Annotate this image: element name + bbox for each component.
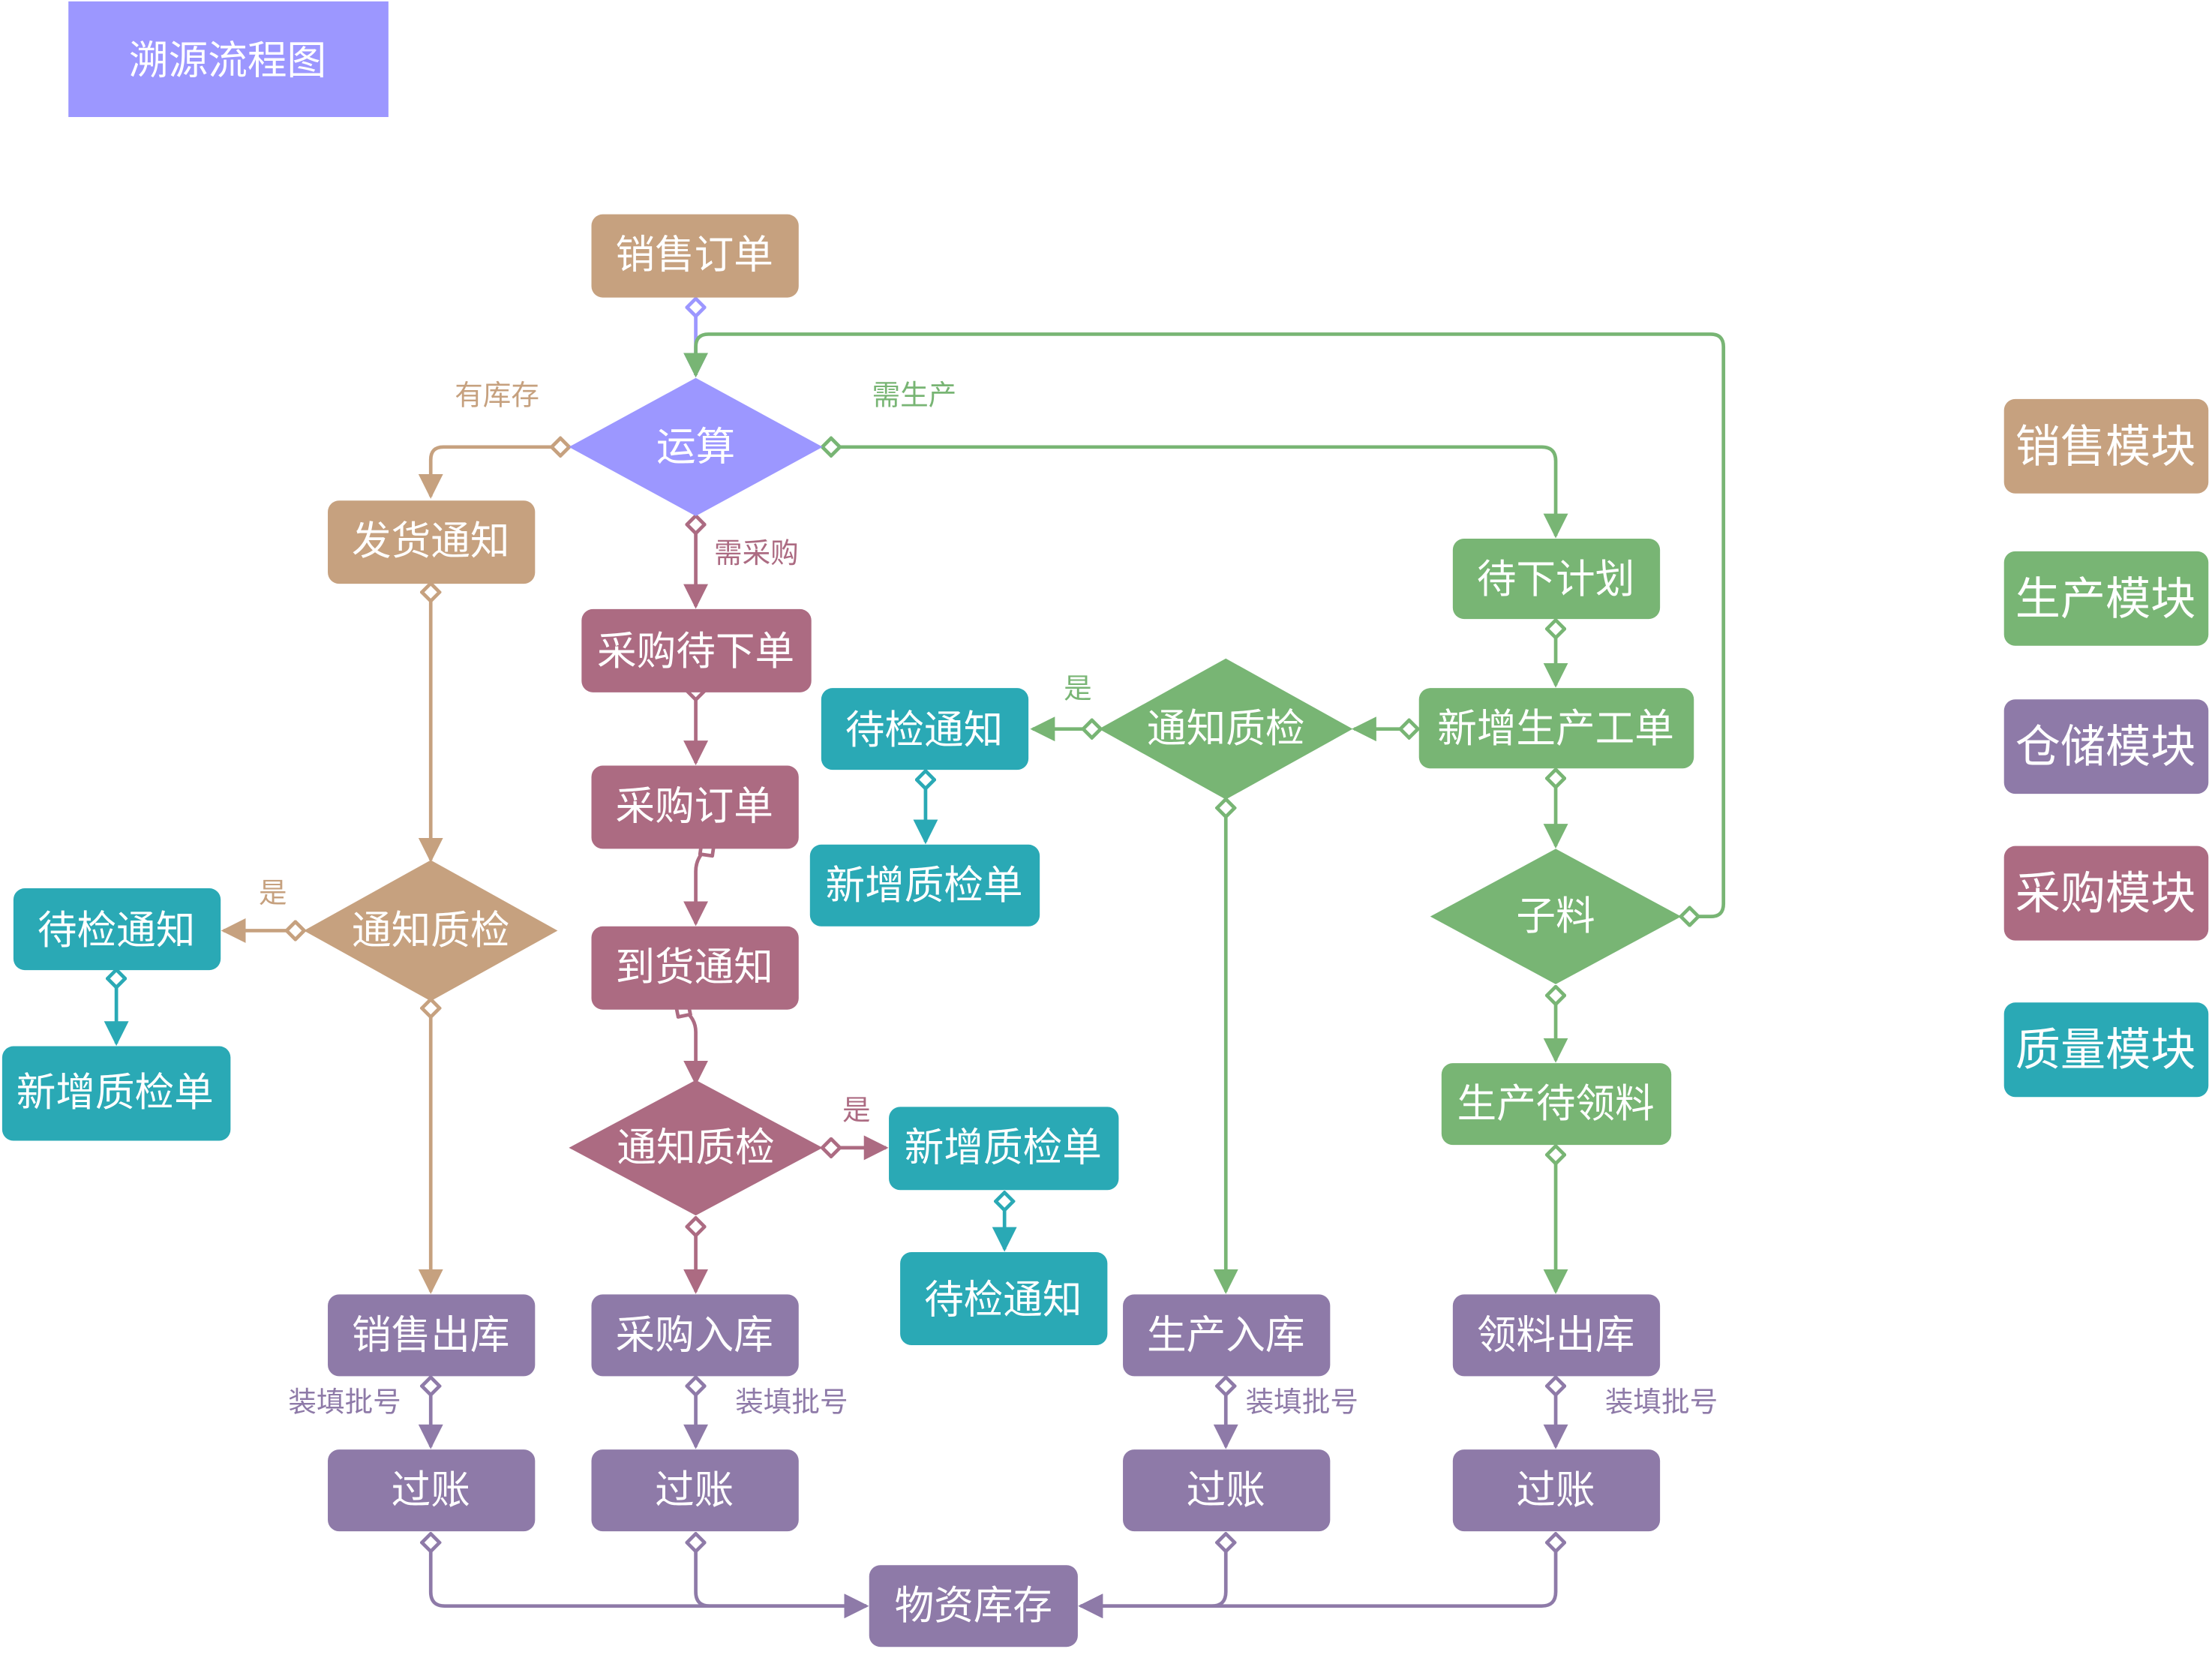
node-post-3[interactable]: 过账	[1123, 1449, 1331, 1532]
svg-text:新增质检单: 新增质检单	[17, 1070, 214, 1116]
svg-text:新增生产工单: 新增生产工单	[1437, 706, 1674, 752]
legend-item-warehouse: 仓储模块	[2003, 699, 2209, 794]
svg-text:销售模块: 销售模块	[2015, 421, 2196, 473]
svg-text:发货通知: 发货通知	[352, 518, 509, 564]
svg-text:过账: 过账	[1187, 1467, 1265, 1513]
page-title: 溯源流程图	[129, 38, 326, 83]
svg-text:销售订单: 销售订单	[615, 233, 773, 278]
edge-submaterial-loop	[696, 332, 1726, 916]
node-qc-notify-prod[interactable]: 通知质检	[1099, 658, 1353, 800]
svg-text:到货通知: 到货通知	[615, 945, 773, 990]
label-batch-2: 装填批号	[735, 1385, 848, 1418]
svg-text:生产入库: 生产入库	[1147, 1312, 1304, 1358]
node-new-qc-purchase[interactable]: 新增质检单	[889, 1107, 1119, 1191]
legend-item-production: 生产模块	[2003, 551, 2209, 646]
svg-text:待检通知: 待检通知	[845, 707, 1003, 753]
edge-compute-ship	[431, 447, 560, 497]
svg-text:销售出库: 销售出库	[352, 1312, 509, 1358]
node-new-qc-sales[interactable]: 新增质检单	[2, 1046, 231, 1141]
label-in-stock: 有库存	[455, 378, 539, 411]
node-qc-notify-purchase[interactable]: 通知质检	[569, 1080, 823, 1216]
edge-post2-inventory	[696, 1542, 866, 1606]
label-batch-4: 装填批号	[1605, 1385, 1718, 1418]
node-new-qc-prod[interactable]: 新增质检单	[809, 844, 1040, 927]
edge-post4-inventory	[1081, 1542, 1556, 1606]
node-qc-notify-sales[interactable]: 通知质检	[304, 860, 558, 1002]
node-pending-inspect-prod[interactable]: 待检通知	[821, 688, 1029, 770]
legend-item-quality: 质量模块	[2003, 1002, 2209, 1098]
edge-post3-inventory	[1081, 1542, 1226, 1606]
svg-text:运算: 运算	[656, 424, 735, 470]
edges	[116, 308, 1726, 1606]
edge-labels: 有库存 需生产 需采购 是 是 是 装填批号 装填批号 装填批号 装填批号	[259, 378, 1718, 1418]
node-purchase-pending[interactable]: 采购待下单	[581, 608, 812, 692]
edge-post1-inventory	[431, 1542, 866, 1606]
label-need-purchase: 需采购	[714, 536, 799, 569]
svg-text:采购模块: 采购模块	[2015, 868, 2196, 921]
title-box: 溯源流程图	[68, 1, 389, 117]
svg-text:领料出库: 领料出库	[1477, 1312, 1634, 1358]
svg-text:过账: 过账	[1516, 1467, 1595, 1513]
svg-text:生产模块: 生产模块	[2015, 573, 2196, 626]
label-yes-sales: 是	[259, 876, 287, 909]
svg-text:过账: 过账	[392, 1467, 470, 1513]
svg-text:生产待领料: 生产待领料	[1457, 1081, 1655, 1127]
svg-text:仓储模块: 仓储模块	[2015, 721, 2196, 773]
node-ship-notice[interactable]: 发货通知	[328, 500, 536, 584]
node-sub-material[interactable]: 子料	[1430, 849, 1682, 984]
label-need-production: 需生产	[872, 378, 957, 411]
svg-text:通知质检: 通知质检	[352, 908, 509, 954]
node-purchase-inbound[interactable]: 采购入库	[591, 1294, 799, 1377]
node-post-1[interactable]: 过账	[328, 1449, 536, 1532]
svg-text:新增质检单: 新增质检单	[905, 1125, 1102, 1170]
svg-text:待检通知: 待检通知	[924, 1277, 1082, 1323]
node-inventory[interactable]: 物资库存	[869, 1565, 1078, 1647]
legend: 销售模块 生产模块 仓储模块 采购模块 质量模块	[2003, 398, 2209, 1098]
node-prod-inbound[interactable]: 生产入库	[1123, 1294, 1331, 1377]
node-new-work-order[interactable]: 新增生产工单	[1418, 688, 1694, 769]
label-yes-purchase: 是	[842, 1093, 871, 1126]
svg-text:待检通知: 待检通知	[38, 908, 195, 954]
node-post-2[interactable]: 过账	[591, 1449, 799, 1532]
node-sales-outbound[interactable]: 销售出库	[328, 1294, 536, 1377]
svg-text:过账: 过账	[655, 1467, 734, 1513]
legend-item-sales: 销售模块	[2003, 398, 2209, 494]
node-prod-pending-material[interactable]: 生产待领料	[1441, 1063, 1672, 1146]
node-pending-inspect-purchase[interactable]: 待检通知	[900, 1251, 1108, 1346]
svg-text:通知质检: 通知质检	[617, 1125, 774, 1170]
node-sales-order[interactable]: 销售订单	[591, 214, 799, 298]
nodes: 销售订单 运算 发货通知 采购待下单 采购订单 到货通知 通知质	[2, 214, 1694, 1647]
node-purchase-order[interactable]: 采购订单	[591, 765, 799, 849]
svg-text:质量模块: 质量模块	[2015, 1024, 2196, 1077]
label-batch-1: 装填批号	[288, 1385, 401, 1418]
svg-text:采购待下单: 采购待下单	[597, 629, 794, 674]
edge-compute-plan	[831, 447, 1556, 536]
svg-text:新增质检单: 新增质检单	[826, 863, 1023, 909]
edge-arrival-qc	[683, 1010, 696, 1083]
edge-purorder-arrival	[696, 849, 707, 924]
svg-text:通知质检: 通知质检	[1147, 706, 1304, 752]
node-pending-inspect-sales[interactable]: 待检通知	[13, 888, 221, 971]
svg-text:采购订单: 采购订单	[615, 784, 773, 830]
svg-text:子料: 子料	[1516, 894, 1595, 939]
node-plan-pending[interactable]: 待下计划	[1452, 538, 1661, 620]
label-batch-3: 装填批号	[1246, 1385, 1358, 1418]
node-material-outbound[interactable]: 领料出库	[1452, 1294, 1661, 1377]
node-post-4[interactable]: 过账	[1452, 1449, 1661, 1532]
legend-item-purchase: 采购模块	[2003, 846, 2209, 941]
node-arrival-notice[interactable]: 到货通知	[591, 926, 799, 1010]
svg-text:待下计划: 待下计划	[1477, 557, 1634, 602]
svg-text:采购入库: 采购入库	[615, 1312, 773, 1358]
label-yes-prod: 是	[1064, 671, 1092, 704]
node-compute[interactable]: 运算	[569, 377, 823, 516]
svg-text:物资库存: 物资库存	[895, 1583, 1052, 1629]
